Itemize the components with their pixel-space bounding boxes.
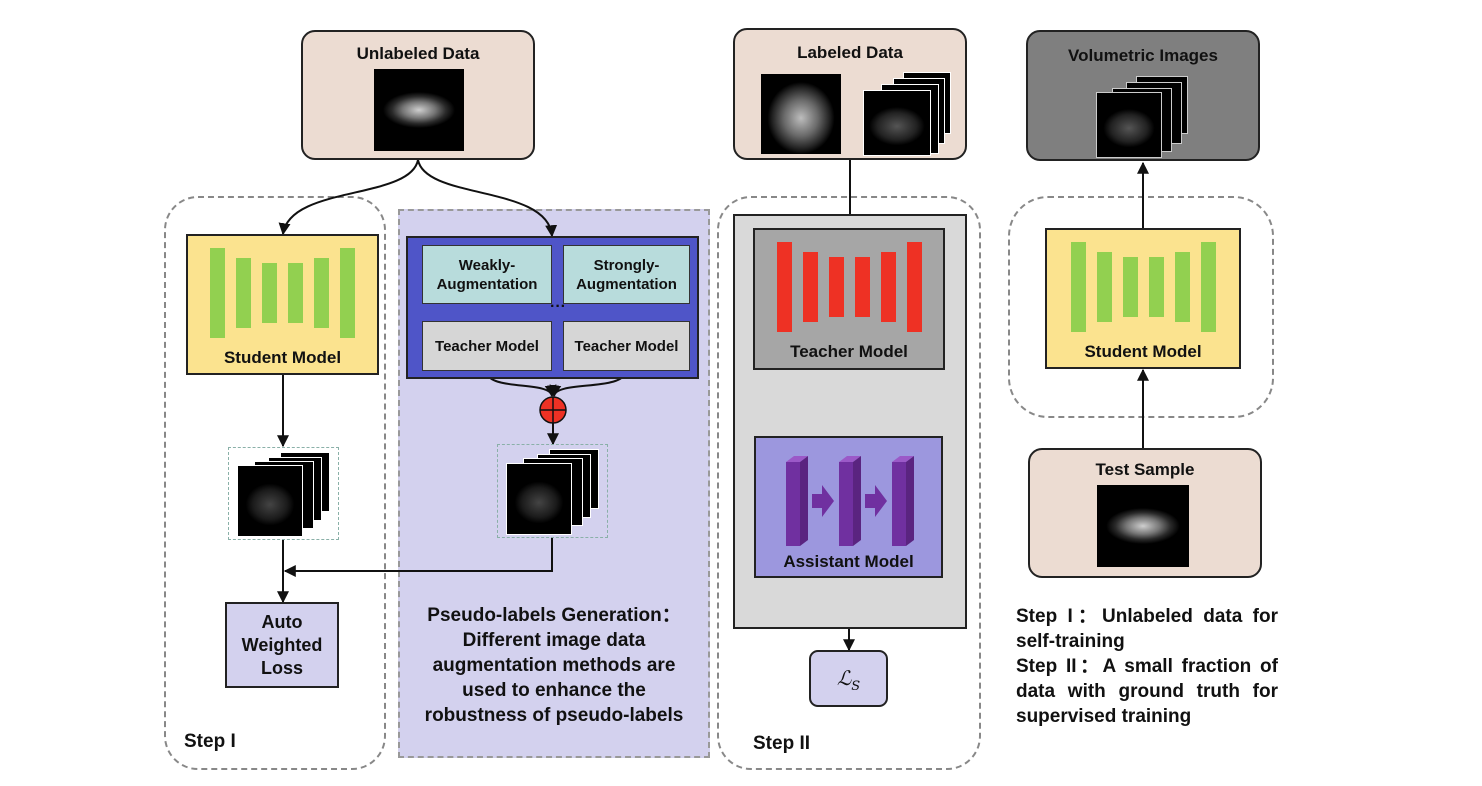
supervised-loss-subscript: S [851, 679, 861, 694]
pseudo-labels-description: Pseudo-labels Generation： Different imag… [424, 605, 684, 726]
chest-xray-image [761, 74, 841, 154]
supervised-loss-box: ℒS [809, 650, 888, 707]
teacher-model-box-1: Teacher Model [422, 321, 552, 371]
labeled-data-box: Labeled Data [733, 28, 967, 160]
volumetric-images-box: Volumetric Images [1026, 30, 1260, 161]
green-bar [210, 248, 225, 338]
green-bar [1149, 257, 1164, 317]
green-bar [314, 258, 329, 328]
teacher-model-main-label: Teacher Model [790, 342, 908, 361]
teacher-model-label-1: Teacher Model [435, 338, 539, 355]
step2-note: Step II：A small fraction of data with gr… [1016, 656, 1278, 727]
step1-note: Step I：Unlabeled data for self-training [1016, 606, 1278, 652]
green-bar [340, 248, 355, 338]
labeled-data-title: Labeled Data [797, 43, 903, 62]
green-bar [288, 263, 303, 323]
red-bar [907, 242, 922, 332]
strong-augmentation-box: Strongly- Augmentation [563, 245, 690, 304]
red-bar [803, 252, 818, 322]
test-sample-title: Test Sample [1095, 460, 1195, 479]
augmentation-frame: Weakly- Augmentation Strongly- Augmentat… [406, 236, 699, 379]
ct-slice-image [863, 90, 931, 156]
green-bar [1123, 257, 1138, 317]
green-bar [1201, 242, 1216, 332]
strong-augmentation-label: Strongly- Augmentation [576, 257, 677, 293]
xray-image [374, 69, 464, 151]
sum-operator-icon [539, 396, 567, 424]
ellipsis: ··· [550, 298, 566, 315]
student-model-box: Student Model [186, 234, 379, 375]
weak-augmentation-label: Weakly- Augmentation [436, 257, 538, 293]
student-model-label: Student Model [223, 348, 342, 367]
green-bar [1071, 242, 1086, 332]
volumetric-images-title: Volumetric Images [1068, 46, 1218, 65]
test-xray-image [1097, 485, 1189, 567]
red-bar [777, 242, 792, 332]
test-sample-box: Test Sample [1028, 448, 1262, 578]
assistant-network-icon [786, 456, 914, 546]
step2-label: Step II [753, 733, 811, 754]
ct-stack-pseudo [497, 444, 608, 538]
assistant-model-box: Assistant Model [754, 436, 943, 578]
green-bar [262, 263, 277, 323]
ct-stack-left [228, 447, 339, 540]
student-model-box-inference: Student Model [1045, 228, 1241, 369]
red-bar [829, 257, 844, 317]
volumetric-ct-image [1096, 92, 1162, 158]
student-model-label-inference: Student Model [1084, 342, 1202, 361]
supervised-loss-symbol: ℒ [836, 666, 852, 690]
teacher-model-box-2: Teacher Model [563, 321, 690, 371]
teacher-model-main-box: Teacher Model [753, 228, 945, 370]
red-bar [855, 257, 870, 317]
unlabeled-data-title: Unlabeled Data [356, 44, 480, 63]
auto-weighted-loss-box: Auto Weighted Loss [225, 602, 339, 688]
green-bar [236, 258, 251, 328]
weak-augmentation-box: Weakly- Augmentation [422, 245, 552, 304]
teacher-model-label-2: Teacher Model [574, 338, 679, 355]
unlabeled-data-box: Unlabeled Data [301, 30, 535, 160]
red-bar [881, 252, 896, 322]
green-bar [1175, 252, 1190, 322]
green-bar [1097, 252, 1112, 322]
assistant-model-label: Assistant Model [783, 552, 914, 571]
step1-label: Step I [184, 731, 236, 752]
inference-container [1008, 196, 1274, 418]
step1-container [164, 196, 386, 770]
auto-weighted-loss-label: Auto Weighted Loss [241, 612, 323, 678]
